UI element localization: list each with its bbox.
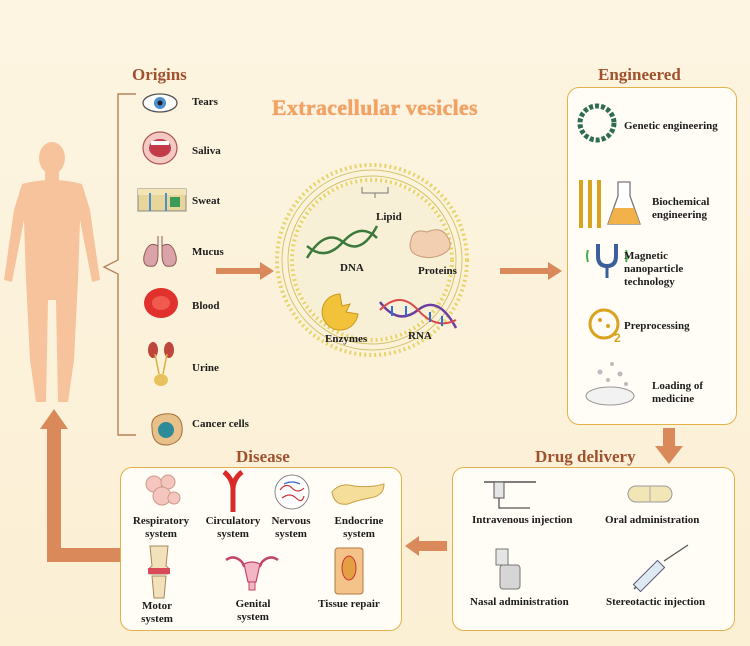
- flask-icon: [607, 181, 641, 225]
- rna-label: RNA: [408, 330, 432, 342]
- arrow-to-engineered: [500, 262, 562, 280]
- nasal-spray-icon: [495, 548, 521, 590]
- origin-urine: Urine: [192, 362, 219, 374]
- return-arrow: [40, 409, 135, 562]
- brain-icon: [274, 474, 310, 510]
- eye-icon: [142, 93, 178, 113]
- lipid-label: Lipid: [376, 211, 402, 223]
- helix-column-icon: [579, 180, 601, 228]
- drug-delivery-header: Drug delivery: [535, 447, 636, 466]
- engineered-preprocessing: Preprocessing: [624, 320, 690, 332]
- origin-mucus: Mucus: [192, 246, 224, 258]
- delivery-stereotactic: Stereotactic injection: [606, 596, 706, 608]
- human-body-icon: [4, 142, 100, 402]
- origin-blood: Blood: [192, 300, 220, 312]
- engineered-panel: [567, 87, 737, 425]
- disease-tissue-repair: Tissue repair: [318, 598, 380, 610]
- arrow-to-vesicle: [216, 262, 274, 280]
- delivery-oral: Oral administration: [605, 514, 700, 526]
- disease-header: Disease: [236, 447, 290, 466]
- disease-motor: Motor system: [141, 600, 173, 625]
- plasmid-icon: [577, 103, 617, 143]
- delivery-intravenous: Intravenous injection: [472, 514, 573, 526]
- dna-label: DNA: [340, 262, 364, 274]
- pill-loading-icon: [585, 362, 635, 406]
- oral-pill-icon: [627, 485, 673, 503]
- enzyme-icon: [321, 293, 359, 331]
- disease-circulatory: Circulatory system: [205, 515, 261, 540]
- engineered-biochemical: Biochemical engineering: [652, 196, 710, 221]
- origin-sweat: Sweat: [192, 195, 221, 207]
- protein-icon: [409, 229, 451, 259]
- alveoli-icon: [145, 474, 181, 506]
- uterus-icon: [225, 556, 279, 591]
- enzymes-label: Enzymes: [325, 333, 368, 345]
- disease-genital: Genital system: [235, 598, 271, 623]
- dna-icon: [305, 225, 379, 259]
- kidney-urine-icon: [148, 342, 174, 386]
- engineered-header: Engineered: [598, 65, 681, 84]
- disease-respiratory: Respiratory system: [132, 515, 190, 540]
- cancer-cell-icon: [151, 413, 183, 446]
- engineered-magnetic: Magnetic nanoparticle technology: [624, 250, 684, 288]
- engineered-loading: Loading of medicine: [652, 380, 704, 405]
- lungs-icon: [143, 236, 177, 267]
- preprocessing-o2-icon: 2: [588, 308, 621, 345]
- tissue-wound-icon: [334, 547, 364, 595]
- knee-joint-icon: [147, 545, 171, 599]
- blood-vessel-icon: [222, 470, 244, 512]
- origin-saliva: Saliva: [192, 145, 221, 157]
- disease-endocrine: Endocrine system: [334, 515, 384, 540]
- engineered-genetic: Genetic engineering: [624, 120, 718, 132]
- origins-header: Origins: [132, 65, 187, 84]
- origin-tears: Tears: [192, 96, 218, 108]
- svg-text:2: 2: [614, 331, 621, 345]
- disease-nervous: Nervous system: [271, 515, 311, 540]
- main-title: Extracellular vesicles: [272, 95, 478, 120]
- lipid-bracket: [361, 187, 389, 198]
- proteins-label: Proteins: [418, 265, 457, 277]
- mouth-icon: [142, 131, 178, 165]
- arrow-to-disease: [405, 536, 447, 556]
- magnet-icon: [586, 244, 628, 278]
- blood-cell-icon: [144, 288, 178, 318]
- pancreas-icon: [331, 483, 385, 505]
- origins-bracket: [102, 93, 136, 436]
- skin-sweat-icon: [137, 188, 187, 212]
- syringe-icon: [632, 544, 689, 593]
- delivery-nasal: Nasal administration: [470, 596, 569, 608]
- origin-cancer-cells: Cancer cells: [192, 418, 249, 430]
- arrow-to-drug-delivery: [655, 428, 683, 464]
- rna-icon: [379, 299, 458, 329]
- iv-drip-icon: [484, 481, 536, 509]
